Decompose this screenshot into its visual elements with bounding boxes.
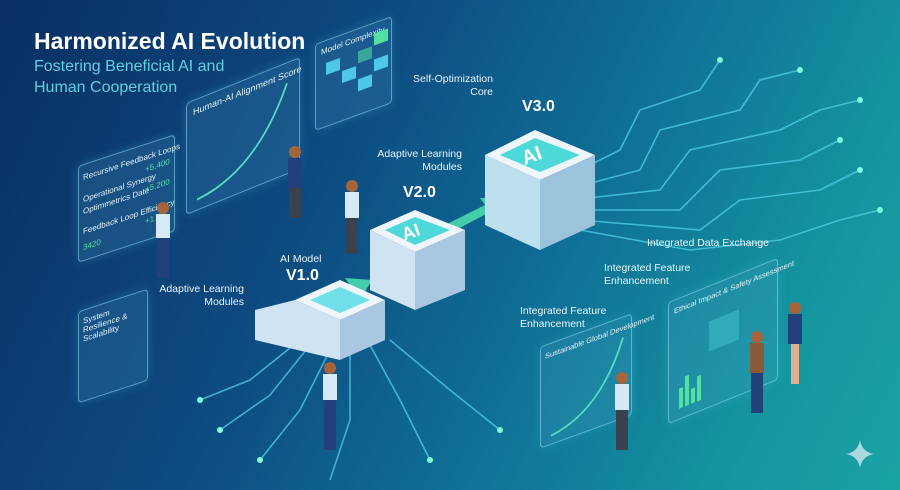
- sparkle-icon: [846, 440, 874, 468]
- person-icon: [788, 302, 802, 384]
- panel-ethical-assessment: Ethical Impact & Safety Assessment: [668, 257, 794, 425]
- ethical-bars: [679, 309, 739, 409]
- cube-v2: [370, 210, 465, 310]
- label-adaptive-left: Adaptive Learning Modules: [159, 283, 244, 308]
- stage-version-v2: V2.0: [403, 184, 436, 201]
- circuit-nodes: [197, 57, 883, 463]
- person-icon: [345, 180, 359, 254]
- person-icon: [615, 372, 629, 450]
- cube-v3: [485, 130, 595, 250]
- stage-version-v1: V1.0: [286, 267, 319, 284]
- cube-v1: [255, 280, 385, 360]
- page-title: Harmonized AI Evolution: [34, 28, 306, 54]
- panel-alignment-score: Human-AI Alignment Score: [186, 56, 302, 216]
- stage-caption-v1: AI Model: [280, 253, 322, 265]
- person-icon: [156, 202, 170, 278]
- panel-model-complexity: Model Complexity: [315, 15, 392, 132]
- person-icon: [750, 331, 764, 413]
- label-adaptive-top: Adaptive Learning Modules: [377, 148, 462, 173]
- panel-sustainable-development: Sustainable Global Development: [540, 312, 654, 449]
- label-self-optimization: Self-Optimization Core: [413, 73, 493, 98]
- label-feature-lower: Integrated Feature Enhancement: [520, 305, 607, 330]
- page-subtitle: Fostering Beneficial AI and Human Cooper…: [34, 58, 225, 96]
- label-data-exchange: Integrated Data Exchange: [647, 237, 770, 249]
- complexity-heatmap: [326, 28, 388, 92]
- alignment-curve: [196, 83, 288, 201]
- person-icon: [288, 146, 302, 218]
- person-icon: [323, 362, 337, 450]
- label-feature-upper: Integrated Feature Enhancement: [604, 262, 691, 287]
- circuit-traces: [199, 59, 881, 481]
- sustainable-curve: [550, 337, 624, 437]
- stage-version-v3: V3.0: [522, 98, 555, 115]
